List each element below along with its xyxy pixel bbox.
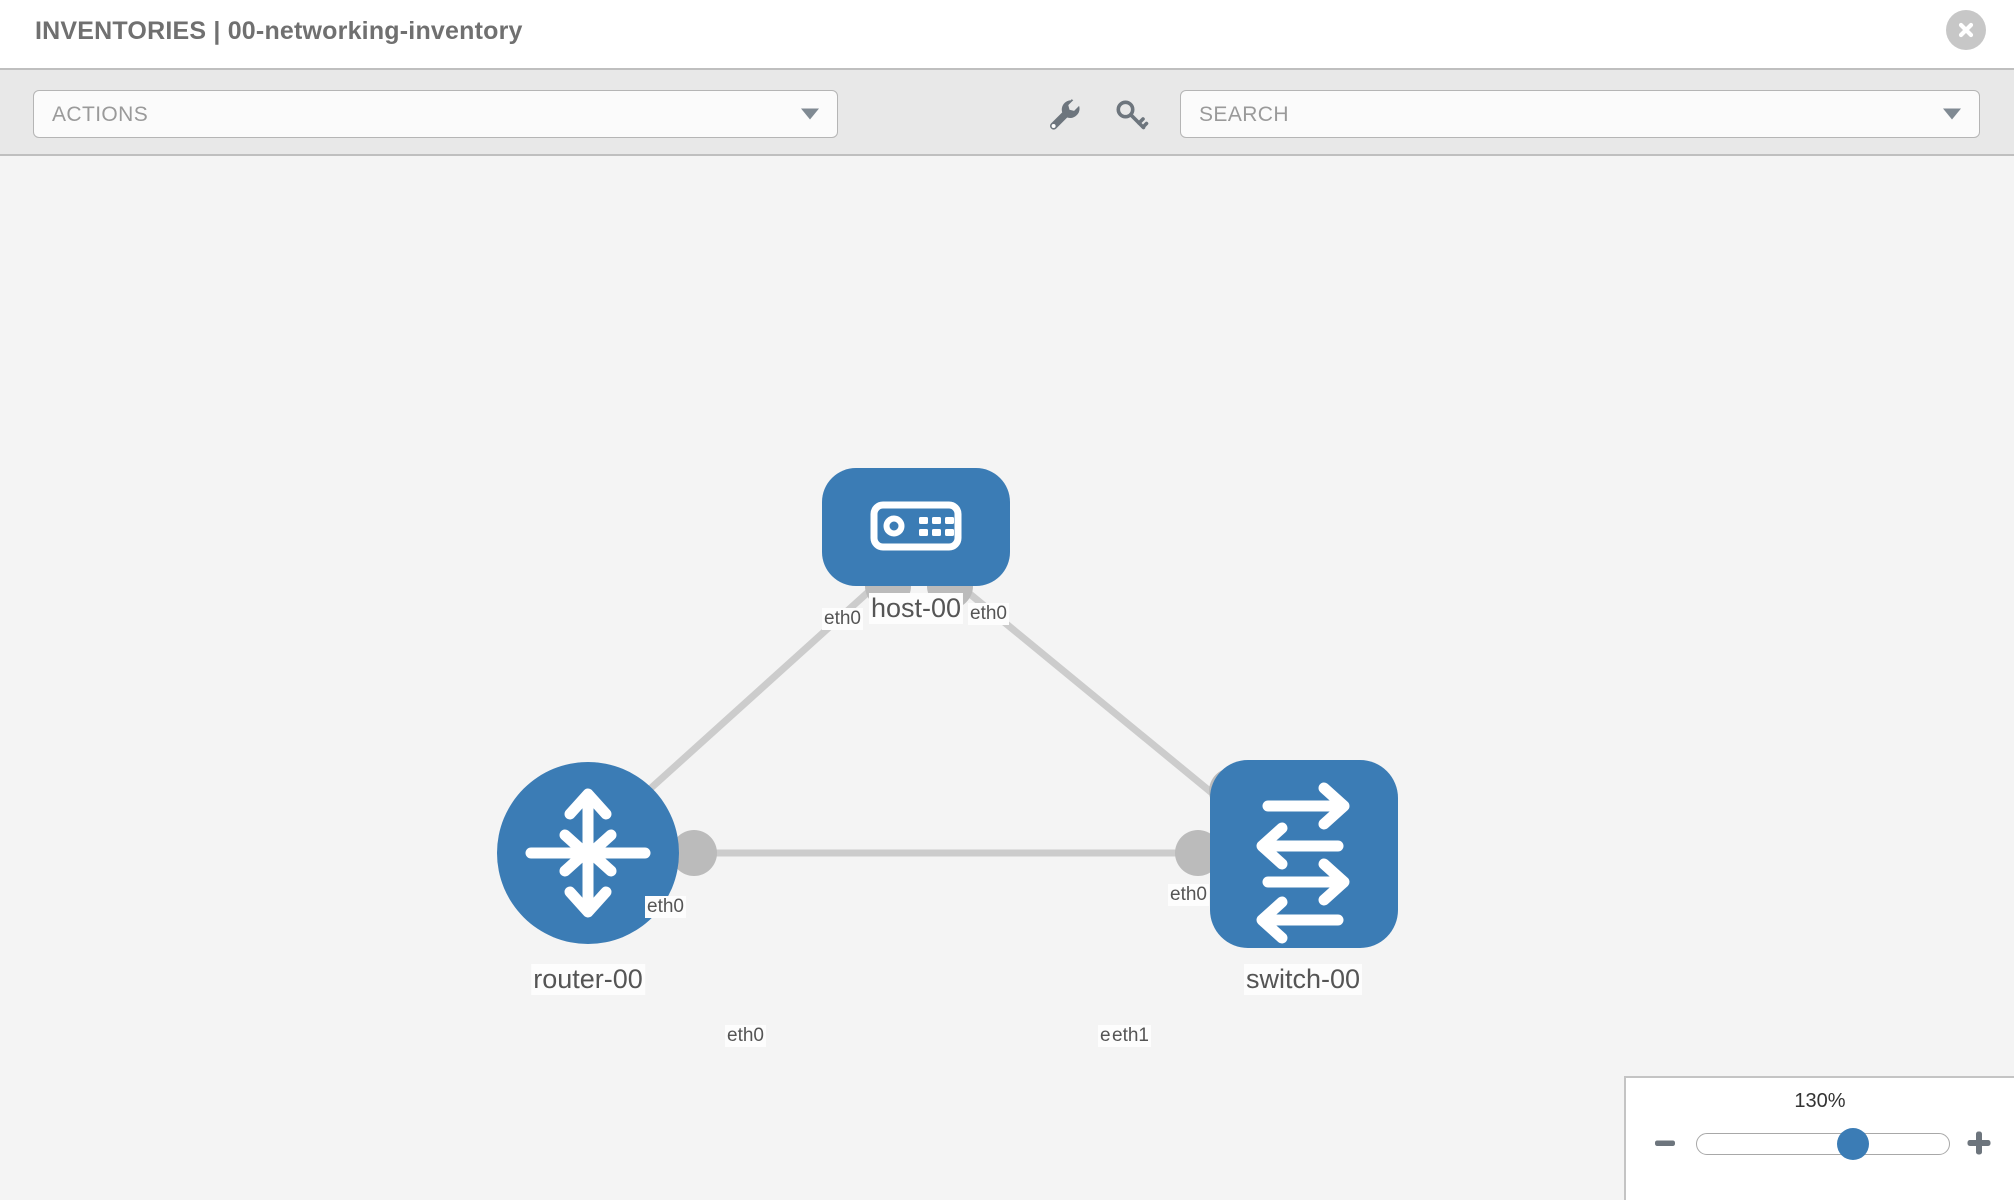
topology-graph	[497, 468, 1398, 948]
key-button[interactable]	[1110, 94, 1152, 136]
zoom-out-button[interactable]	[1648, 1126, 1682, 1160]
wrench-button[interactable]	[1043, 94, 1085, 136]
interface-nub	[671, 830, 717, 876]
node-label-switch-00: switch-00	[1243, 964, 1363, 995]
zoom-slider-thumb[interactable]	[1837, 1128, 1870, 1160]
actions-dropdown[interactable]: ACTIONS	[33, 90, 838, 138]
server-icon	[870, 501, 962, 551]
switch-arrows-icon	[1256, 782, 1350, 944]
zoom-slider[interactable]	[1696, 1128, 1950, 1160]
node-router-00	[497, 762, 679, 944]
node-switch-00	[1210, 760, 1398, 948]
chevron-down-icon	[801, 108, 819, 120]
edge-label-interface: eth0	[645, 896, 686, 918]
node-label-router-00: router-00	[531, 964, 645, 995]
search-placeholder: SEARCH	[1199, 103, 1289, 126]
edge-label-interface: eth0	[725, 1025, 766, 1047]
edge-label-interface: eth1	[1110, 1025, 1151, 1047]
key-icon	[1112, 96, 1150, 134]
close-icon	[1955, 19, 1977, 41]
interface-nub	[1175, 830, 1221, 876]
page-title: INVENTORIES | 00-networking-inventory	[35, 17, 523, 45]
edge-label-interface: eth0	[1168, 884, 1209, 906]
plus-icon	[1964, 1128, 1994, 1158]
edge-label-interface: eth0	[822, 608, 863, 630]
node-host-00	[822, 468, 1010, 586]
page-header: INVENTORIES | 00-networking-inventory	[0, 0, 2014, 68]
topology-canvas[interactable]: host-00 router-00 switch-00 eth0 eth0 et…	[0, 156, 2014, 1200]
wrench-icon	[1045, 96, 1083, 134]
toolbar: ACTIONS SEARCH	[0, 68, 2014, 156]
router-arrows-icon	[525, 788, 651, 918]
search-input[interactable]: SEARCH	[1180, 90, 1980, 138]
edge-label-interface: eth0	[968, 603, 1009, 625]
close-button[interactable]	[1946, 10, 1986, 50]
actions-dropdown-label: ACTIONS	[52, 103, 149, 126]
zoom-level-label: 130%	[1794, 1090, 1846, 1112]
chevron-down-icon	[1943, 108, 1961, 120]
zoom-control-panel: 130%	[1624, 1076, 2014, 1200]
node-label-host-00: host-00	[868, 593, 964, 624]
zoom-in-button[interactable]	[1962, 1126, 1996, 1160]
minus-icon	[1652, 1130, 1678, 1156]
